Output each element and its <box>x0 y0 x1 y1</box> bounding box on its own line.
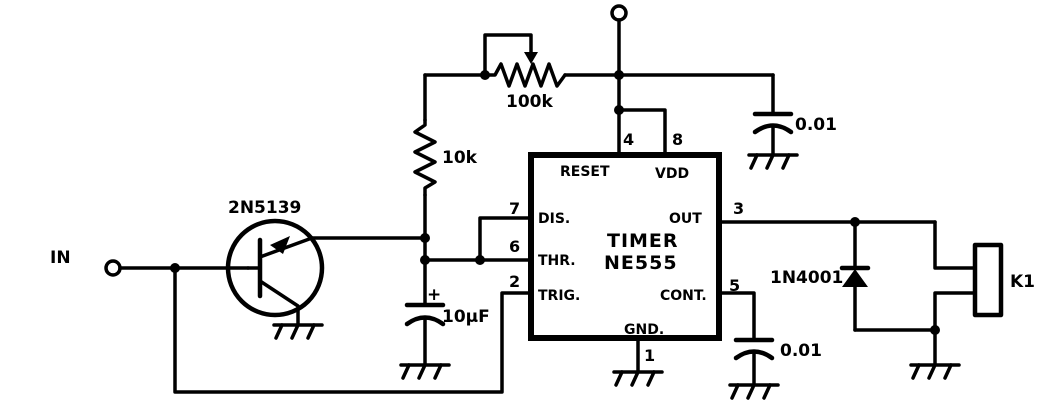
pin-label-dis: DIS. <box>538 211 570 227</box>
capacitor-supply: 0.01 <box>747 73 837 170</box>
ic-ne555: RESET VDD DIS. THR. TRIG. OUT CONT. GND.… <box>528 152 722 341</box>
pin-number-3: 3 <box>733 199 744 218</box>
pin-label-reset: RESET <box>560 164 610 180</box>
pin-label-thr: THR. <box>538 253 576 269</box>
pin-number-2: 2 <box>509 272 520 291</box>
transistor-2n5139: 2N5139 <box>225 198 427 340</box>
supply-terminal <box>610 4 628 77</box>
reset-vdd-link <box>614 73 667 157</box>
pin-number-1: 1 <box>644 346 655 365</box>
relay-k1: K1 <box>909 242 1035 380</box>
capacitor-control-label: 0.01 <box>780 341 822 361</box>
capacitor-control: 0.01 <box>717 291 822 400</box>
pot-label: 100k <box>506 92 553 112</box>
output-wire <box>717 217 977 270</box>
ic-part-number: NE555 <box>604 252 678 274</box>
pin-numbers: 4 8 7 6 2 3 5 1 <box>509 130 744 365</box>
pin-number-6: 6 <box>509 237 520 256</box>
top-rail <box>423 70 775 122</box>
pin-label-cont: CONT. <box>660 288 707 304</box>
capacitor-timing: + 10μF <box>399 285 490 380</box>
trigger-wire <box>173 266 533 394</box>
diode-1n4001: 1N4001 <box>770 220 937 332</box>
potentiometer-100k: 100k <box>483 33 567 112</box>
pin-label-out: OUT <box>669 211 702 227</box>
pin-label-gnd: GND. <box>624 322 664 338</box>
ground-pin1 <box>612 336 664 387</box>
relay-label: K1 <box>1010 272 1035 292</box>
ic-title: TIMER <box>607 230 679 252</box>
resistor-10k: 10k <box>413 118 478 307</box>
input-terminal: IN <box>50 248 250 277</box>
capacitor-polarity-mark: + <box>427 285 441 305</box>
transistor-label: 2N5139 <box>228 198 301 218</box>
capacitor-timing-label: 10μF <box>442 307 490 327</box>
pin-number-5: 5 <box>729 276 740 295</box>
pin-label-trig: TRIG. <box>538 288 580 304</box>
input-label: IN <box>50 248 71 268</box>
pin-number-8: 8 <box>672 130 683 149</box>
pin-number-4: 4 <box>623 130 634 149</box>
pin-number-7: 7 <box>509 199 520 218</box>
pin-label-vdd: VDD <box>655 166 689 182</box>
capacitor-supply-label: 0.01 <box>795 115 837 135</box>
diode-label: 1N4001 <box>770 268 843 288</box>
resistor-10k-label: 10k <box>442 148 478 168</box>
